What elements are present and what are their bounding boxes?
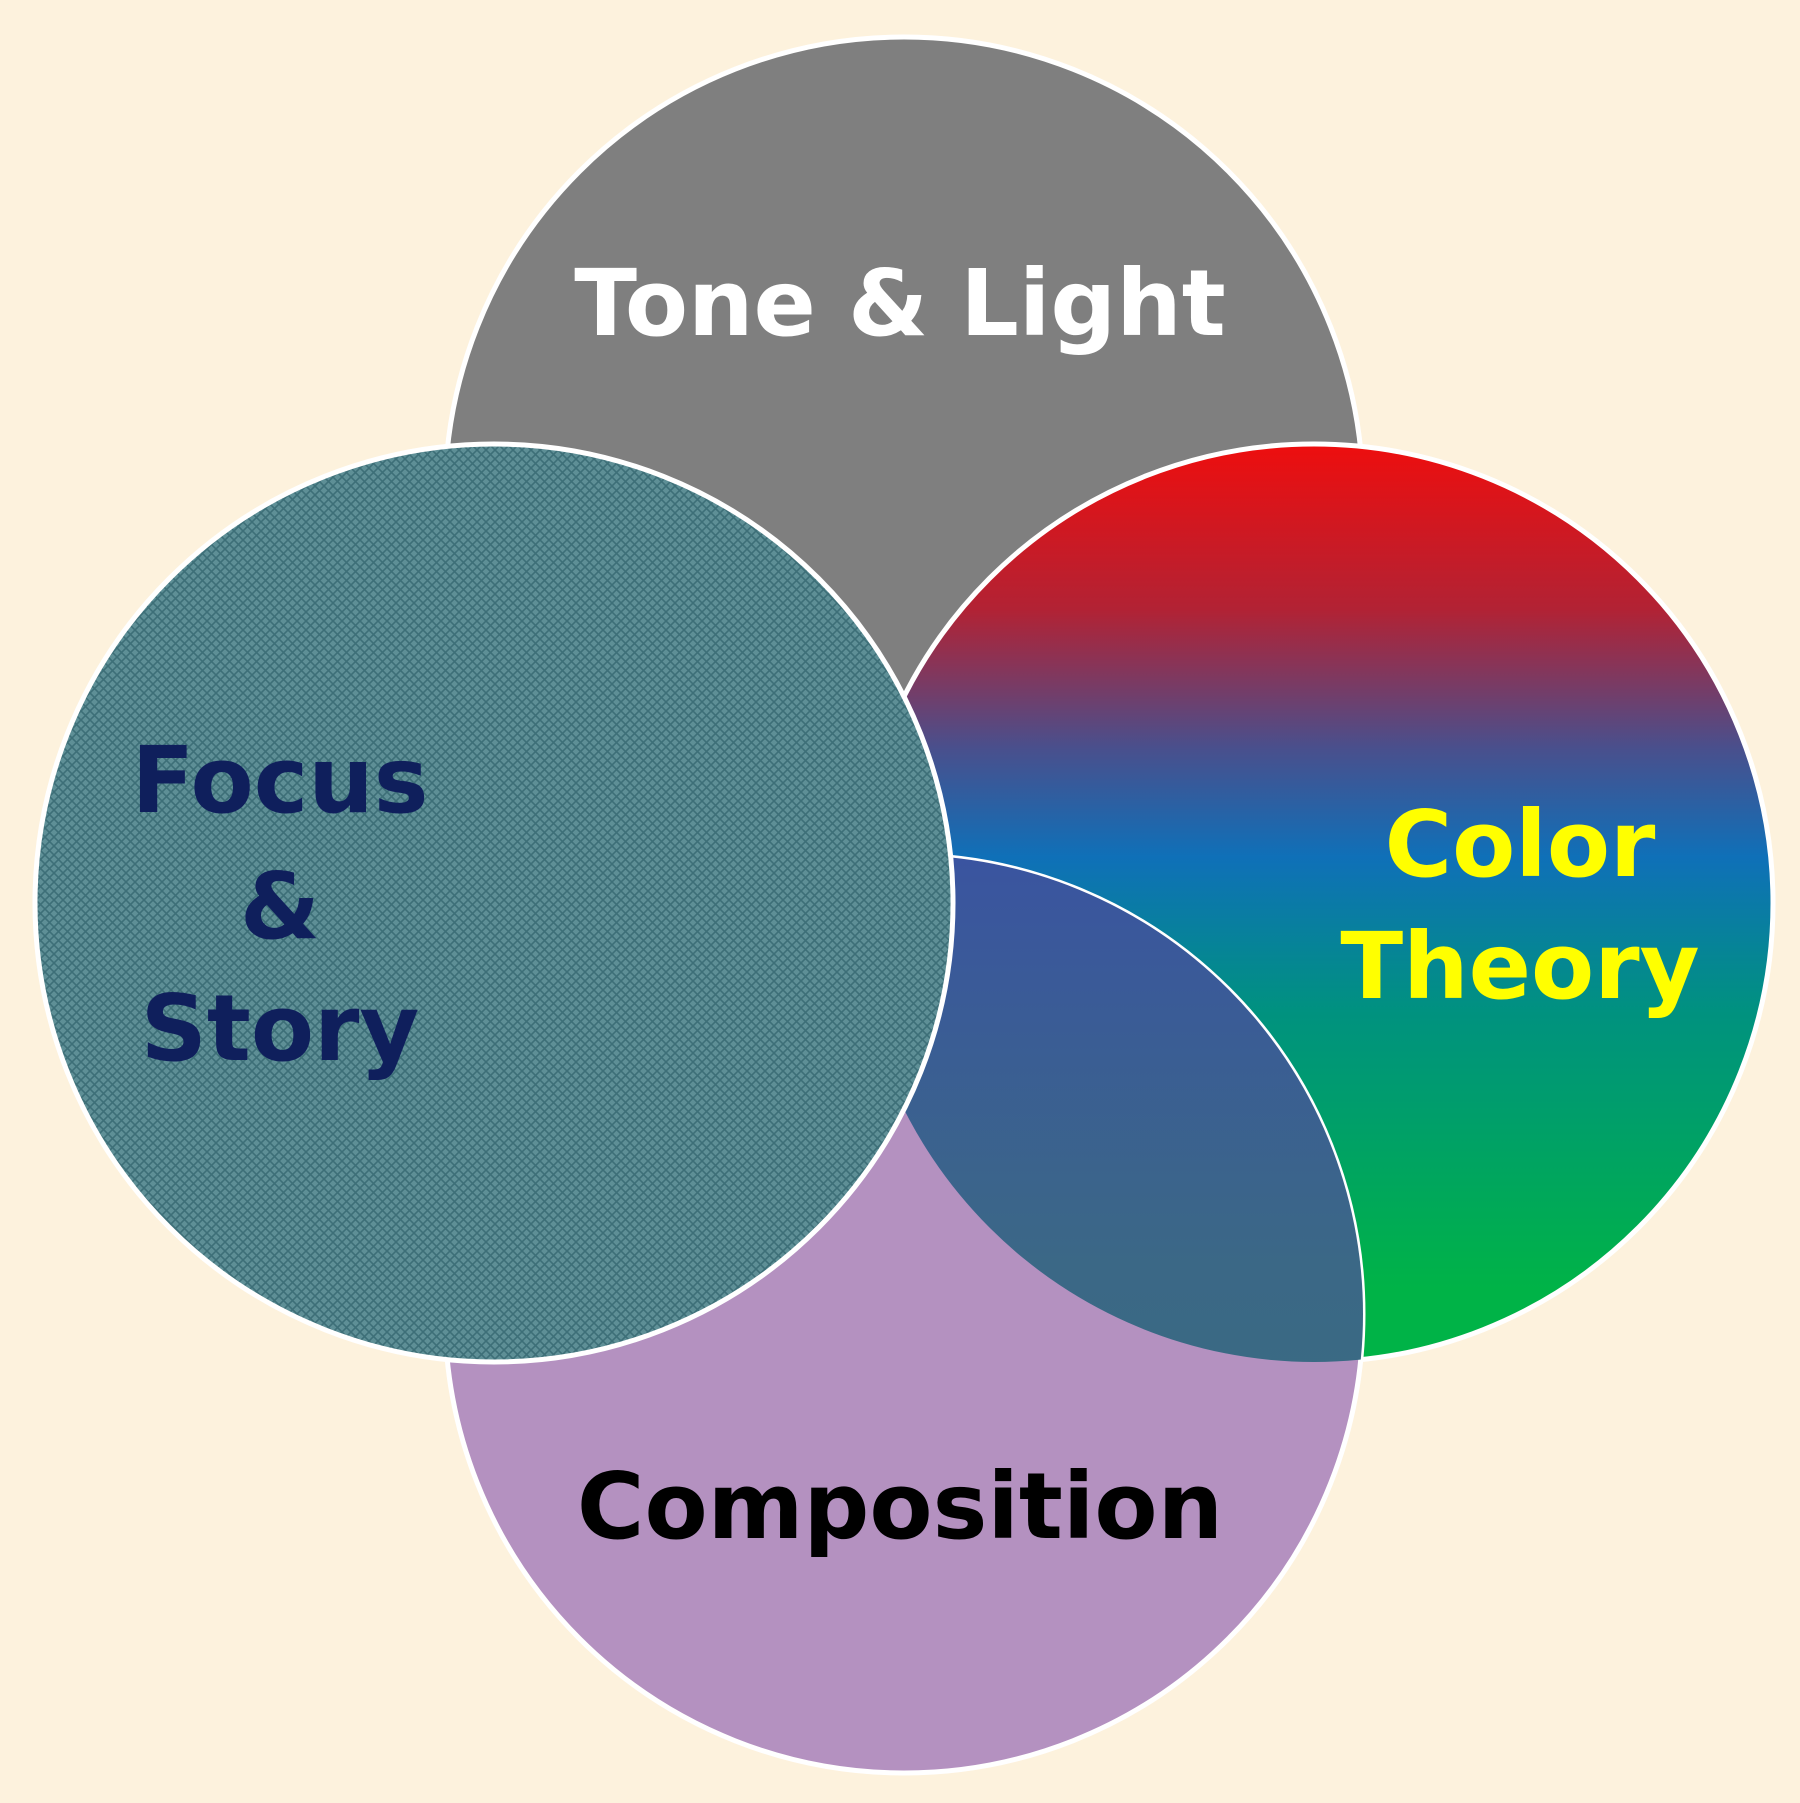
color-theory-label-line-2: Theory: [1340, 913, 1699, 1020]
focus-story-circle: [32, 441, 956, 1365]
color-theory-label-line-1: Color: [1385, 791, 1656, 898]
focus-story-label-line-3: Story: [141, 975, 420, 1082]
focus-story-label-line-2: &: [240, 853, 320, 960]
tone-light-label: Tone & Light: [574, 250, 1225, 357]
composition-label: Composition: [577, 1453, 1223, 1560]
focus-story-label-line-1: Focus: [131, 727, 428, 834]
